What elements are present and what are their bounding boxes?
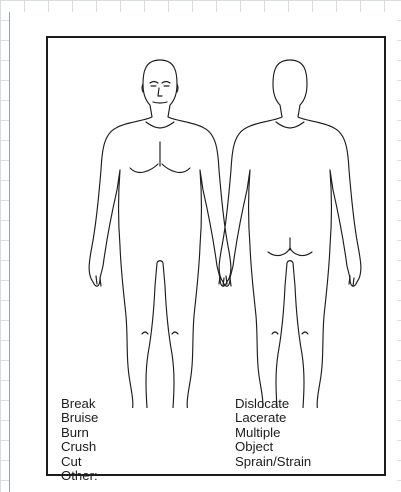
- injury-type-dislocate: Dislocate: [235, 397, 311, 411]
- back-buttock-lines: [268, 238, 312, 256]
- injury-type-list-left: Break Bruise Burn Crush Cut Other:: [61, 397, 98, 483]
- front-chest-lines: [130, 122, 190, 173]
- injury-type-crush: Crush: [61, 440, 98, 454]
- injury-type-multiple: Multiple: [235, 426, 311, 440]
- injury-type-lacerate: Lacerate: [235, 411, 311, 425]
- front-face-lines: [142, 82, 178, 104]
- injury-type-list-right: Dislocate Lacerate Multiple Object Sprai…: [235, 397, 311, 469]
- front-leg-lines: [142, 332, 178, 334]
- injury-type-burn: Burn: [61, 426, 98, 440]
- back-shoulder-lines: [276, 122, 304, 128]
- back-body-outline: [219, 60, 361, 408]
- front-hand-lines: [96, 276, 224, 286]
- front-body-outline: [89, 60, 231, 408]
- injury-diagram-frame: Break Bruise Burn Crush Cut Other: Dislo…: [46, 36, 386, 476]
- injury-type-other: Other:: [61, 469, 98, 483]
- injury-type-break: Break: [61, 397, 98, 411]
- injury-type-cut: Cut: [61, 455, 98, 469]
- injury-type-sprain-strain: Sprain/Strain: [235, 455, 311, 469]
- back-leg-lines: [272, 332, 308, 334]
- body-outline-diagram: [48, 38, 388, 408]
- back-hand-lines: [226, 276, 354, 286]
- form-sheet: Break Bruise Burn Crush Cut Other: Dislo…: [10, 12, 397, 492]
- injury-type-object: Object: [235, 440, 311, 454]
- injury-type-bruise: Bruise: [61, 411, 98, 425]
